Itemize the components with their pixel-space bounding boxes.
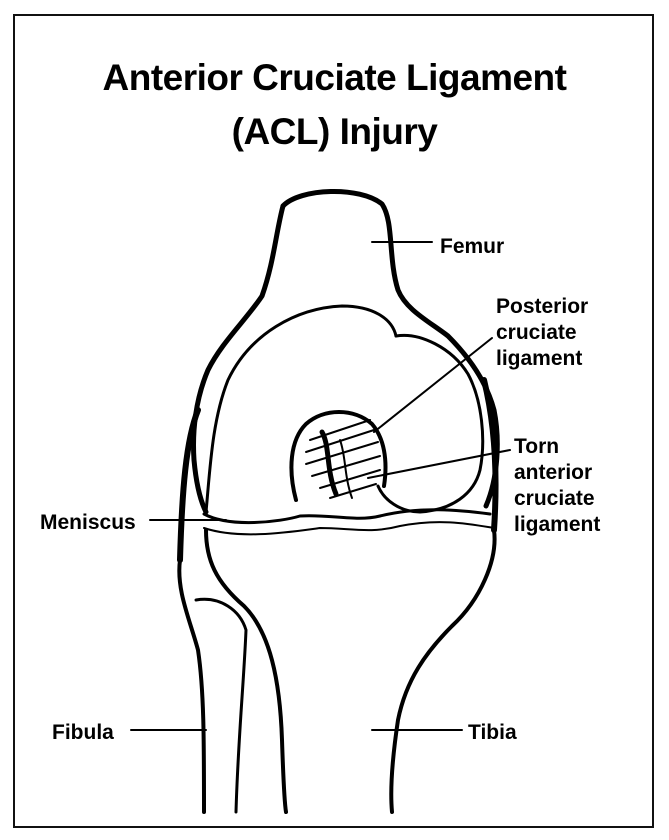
label-pcl-line2: cruciate bbox=[496, 320, 588, 346]
label-acl-line2: anterior bbox=[514, 460, 600, 486]
label-pcl-line3: ligament bbox=[496, 346, 588, 372]
lateral-condyle bbox=[206, 306, 396, 512]
intercondylar-notch bbox=[291, 412, 385, 500]
tibia-outline-left bbox=[206, 530, 286, 812]
femur-shaft-left bbox=[194, 206, 283, 512]
label-fibula: Fibula bbox=[52, 720, 114, 746]
fibula-outline-left bbox=[179, 560, 204, 812]
label-acl-line1: Torn bbox=[514, 434, 600, 460]
medial-condyle bbox=[378, 335, 483, 512]
label-femur: Femur bbox=[440, 234, 504, 260]
label-pcl: Posterior cruciate ligament bbox=[496, 294, 588, 372]
label-pcl-line1: Posterior bbox=[496, 294, 588, 320]
label-acl-line4: ligament bbox=[514, 512, 600, 538]
acl-leader bbox=[368, 450, 510, 478]
label-acl: Torn anterior cruciate ligament bbox=[514, 434, 600, 538]
ligament-fibers bbox=[306, 420, 380, 498]
meniscus-band bbox=[204, 510, 490, 523]
tibia-outline-right bbox=[391, 530, 494, 812]
label-acl-line3: cruciate bbox=[514, 486, 600, 512]
label-tibia: Tibia bbox=[468, 720, 517, 746]
label-meniscus: Meniscus bbox=[40, 510, 136, 536]
